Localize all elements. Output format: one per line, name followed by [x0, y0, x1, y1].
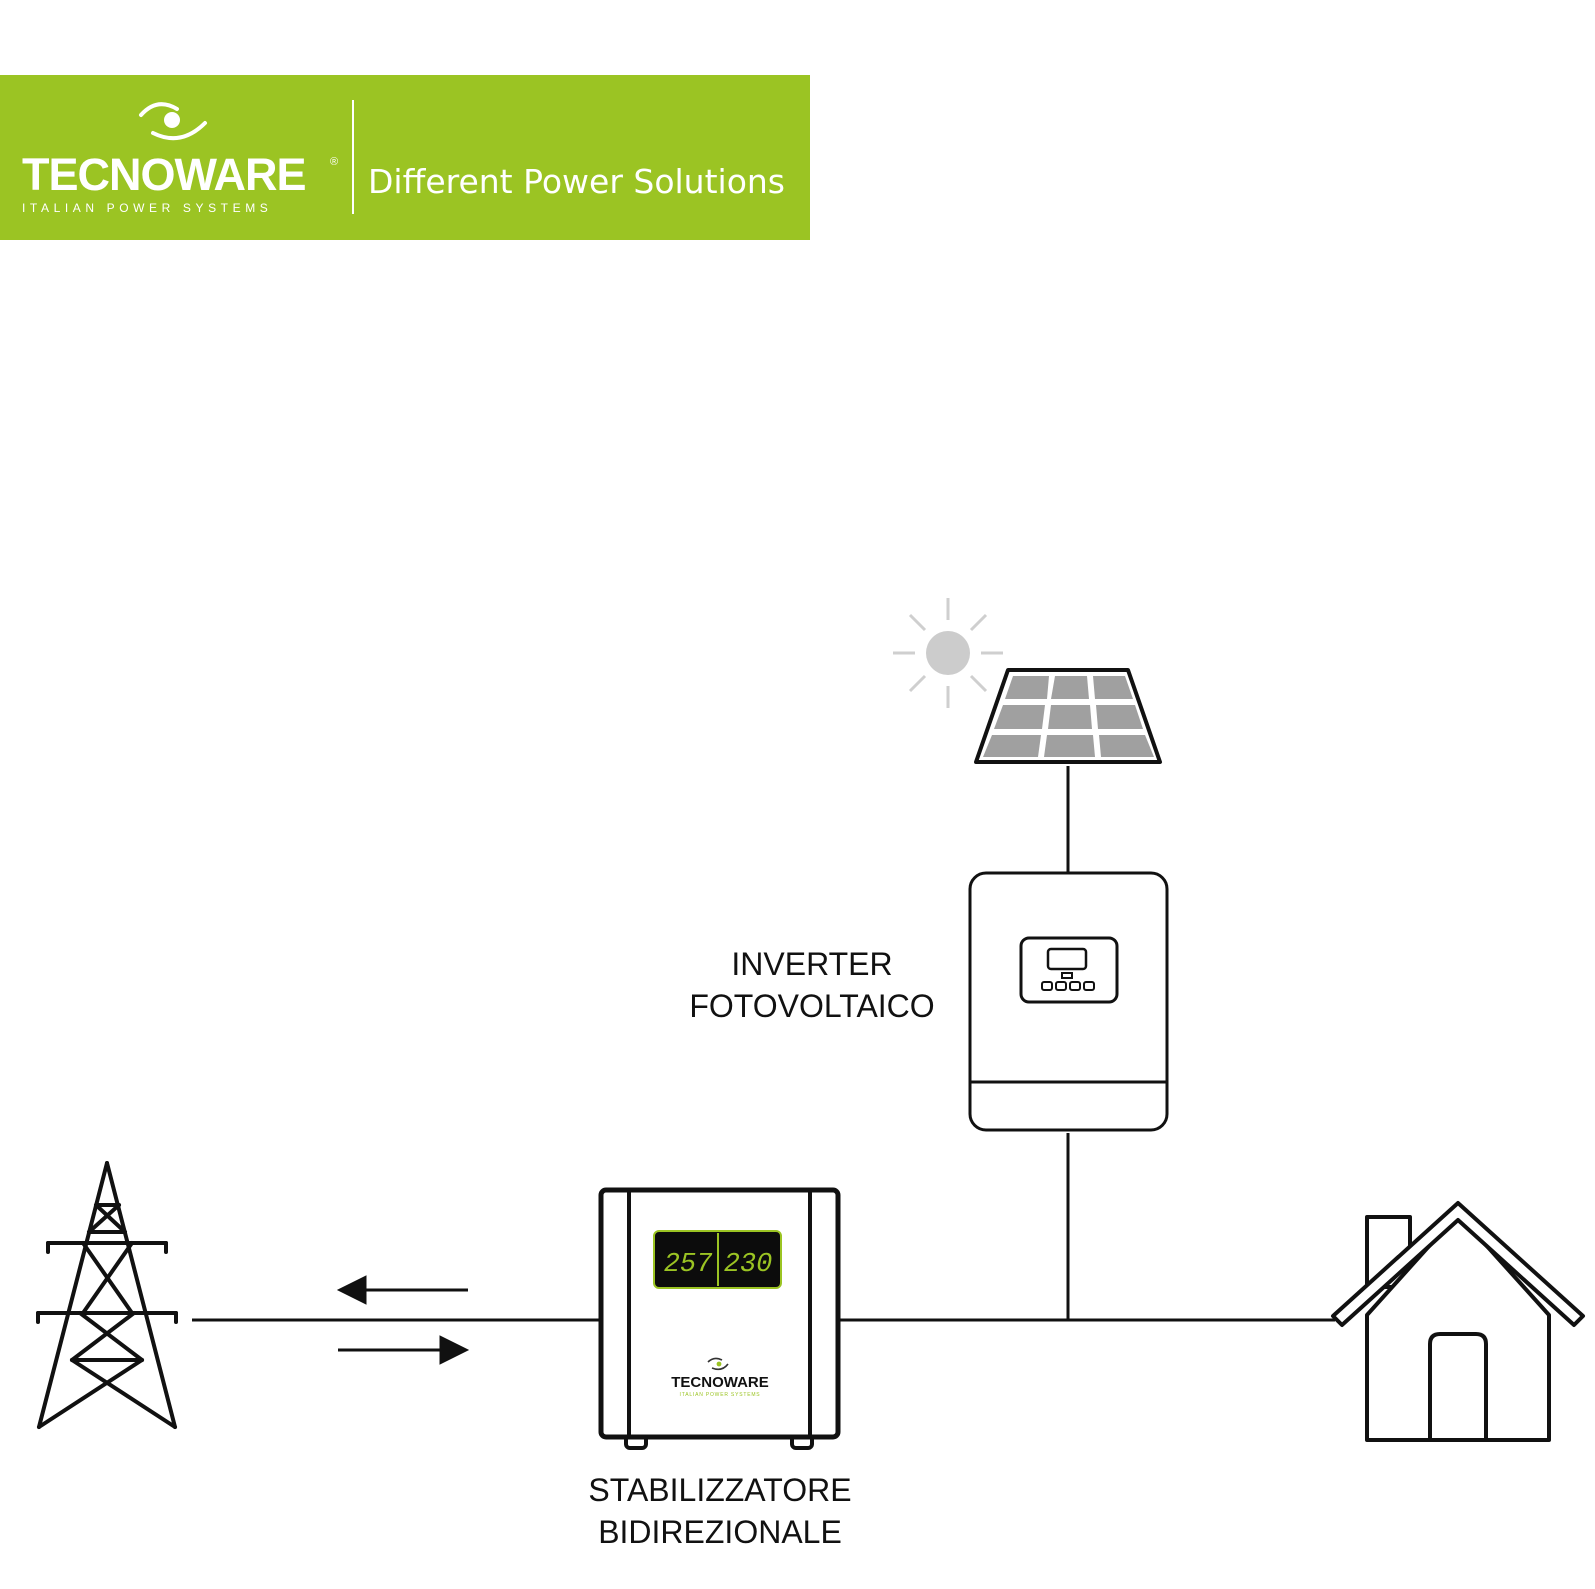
stabilizer-icon: 257 230 TECNOWARE ITALIAN POWER SYSTEMS [598, 1187, 841, 1450]
inverter-label-line2: FOTOVOLTAICO [689, 987, 935, 1024]
brand-slogan: Different Power Solutions [368, 162, 785, 201]
sun-icon [893, 598, 1003, 708]
banner-divider [352, 100, 354, 214]
stabilizer-label-line2: BIDIREZIONALE [598, 1513, 842, 1550]
registered-mark: ® [330, 156, 339, 168]
stabilizer-logo-swirl-icon [707, 1357, 729, 1371]
connection-lines [192, 766, 1335, 1322]
inverter-label-line1: INVERTER [731, 946, 893, 982]
brand-logo-text: TECNOWARE [22, 149, 306, 200]
power-pylon-icon [36, 1161, 178, 1429]
input-voltage-readout: 257 [664, 1250, 713, 1280]
output-voltage-readout: 230 [724, 1250, 773, 1280]
arrow-left-icon [336, 1275, 468, 1305]
inverter-label: INVERTER FOTOVOLTAICO [672, 944, 952, 1027]
brand-tagline: ITALIAN POWER SYSTEMS [22, 201, 273, 215]
stabilizer-logo-sub: ITALIAN POWER SYSTEMS [680, 1392, 761, 1398]
header-banner [0, 75, 810, 240]
stabilizer-label: STABILIZZATORE BIDIREZIONALE [560, 1470, 880, 1553]
logo-swirl-icon [139, 102, 207, 141]
inverter-icon [968, 871, 1169, 1132]
arrow-right-icon [338, 1335, 470, 1365]
stabilizer-label-line1: STABILIZZATORE [588, 1472, 852, 1508]
solar-panel-icon [974, 668, 1162, 764]
house-icon [1331, 1201, 1585, 1442]
stabilizer-logo-text: TECNOWARE [671, 1374, 769, 1391]
